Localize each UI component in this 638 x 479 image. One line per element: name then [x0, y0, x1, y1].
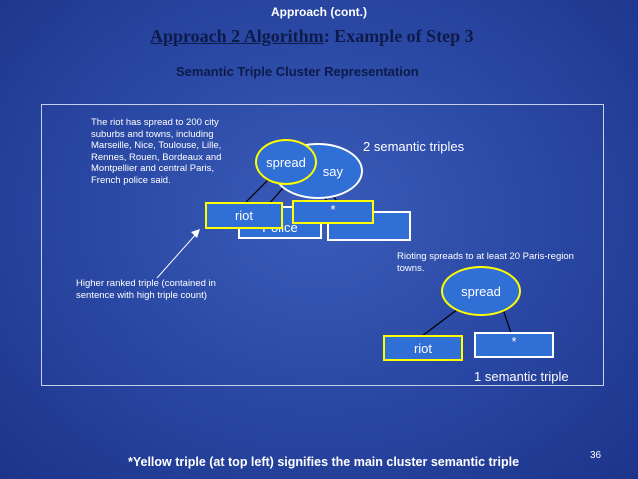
slide-title-prefix: Approach 2 Algorithm [150, 26, 324, 46]
left-sentence: The riot has spread to 200 city suburbs … [91, 117, 222, 186]
right-sentence: Rioting spreads to at least 20 Paris-reg… [397, 251, 574, 274]
right-triple-count: 1 semantic triple [474, 369, 569, 384]
annotation-arrow-head [191, 229, 200, 238]
page-number: 36 [590, 450, 602, 461]
left-front-subject-edge [244, 179, 269, 204]
slide-title: Approach 2 Algorithm: Example of Step 3 [150, 26, 474, 47]
left-triple-count: 2 semantic triples [363, 139, 465, 154]
footer-note: *Yellow triple (at top left) signifies t… [128, 455, 520, 469]
node-main-subject: riot [205, 202, 283, 229]
node-right-object: * [474, 332, 554, 358]
node-main-object: * [292, 200, 374, 224]
section-header: Approach (cont.) [271, 5, 367, 19]
node-right-subject: riot [383, 335, 463, 361]
node-main-predicate: spread [255, 139, 317, 185]
annotation-arrow-line [156, 232, 198, 279]
slide-subtitle: Semantic Triple Cluster Representation [176, 64, 419, 79]
slide-title-suffix: : Example of Step 3 [323, 26, 474, 46]
node-right-predicate: spread [441, 266, 521, 316]
right-subject-edge [421, 305, 463, 337]
annotation-text: Higher ranked triple (contained in sente… [76, 278, 216, 301]
diagram-panel [41, 104, 604, 386]
